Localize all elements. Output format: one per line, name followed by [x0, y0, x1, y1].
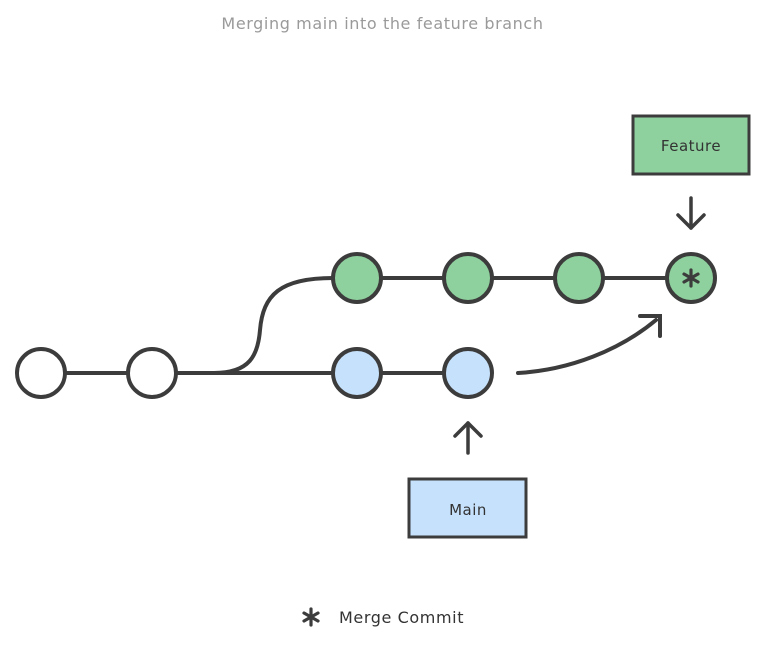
merge-arrow-curve: [516, 318, 658, 375]
feature-pointer-arrow-icon: [676, 196, 706, 230]
feature-label-box: [631, 114, 751, 176]
merge-arrow-head: [638, 314, 662, 338]
main-label: Main: [407, 477, 528, 539]
legend: Merge Commit: [302, 607, 464, 627]
feature-branch-curve: [212, 276, 335, 375]
main-commit-2: [442, 347, 494, 399]
legend-merge-commit-label: Merge Commit: [339, 608, 464, 627]
main-pointer-arrow-icon: [453, 421, 483, 455]
branch-lines: [63, 276, 669, 375]
feature-label: Feature: [631, 114, 751, 176]
feature-commit-2: [442, 252, 494, 304]
legend-asterisk-icon: [302, 607, 320, 627]
commit-2: [126, 347, 178, 399]
feature-commit-3: [553, 252, 605, 304]
feature-label-text: Feature: [661, 137, 721, 155]
main-label-box: [407, 477, 528, 539]
feature-commit-1: [331, 252, 383, 304]
diagram-title: Merging main into the feature branch: [221, 14, 544, 33]
asterisk-icon: [682, 268, 700, 288]
main-commit-1: [331, 347, 383, 399]
main-label-text: Main: [449, 501, 487, 519]
commit-1: [15, 347, 67, 399]
commits: [15, 252, 717, 399]
